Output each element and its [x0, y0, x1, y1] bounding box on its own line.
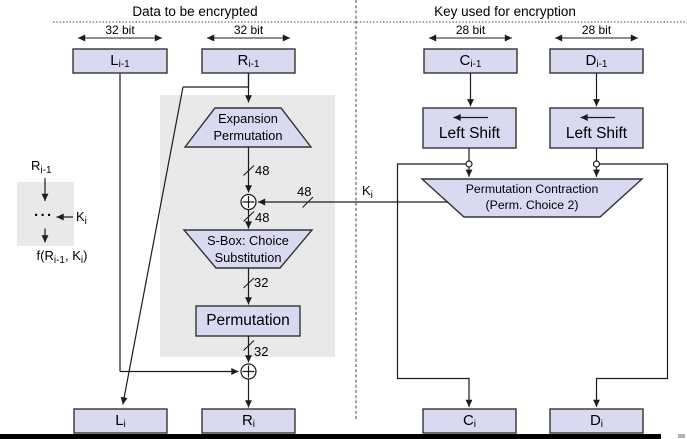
legend-r-prev: Ri-1 — [31, 158, 52, 176]
label-48-key-in: 48 — [297, 184, 312, 199]
wire-feedback-to-cnext — [396, 163, 473, 407]
plain-wires — [119, 73, 250, 372]
register-l-prev-box — [72, 48, 168, 74]
section-separators — [53, 0, 687, 421]
bitwidth-l-prev: 32 bit — [105, 23, 135, 37]
bitwidth-d-prev: 28 bit — [581, 23, 612, 37]
register-c-next-box — [422, 408, 517, 434]
label-48-xor-out: 48 — [255, 210, 270, 225]
register-d-next-box — [549, 408, 644, 434]
label-48-expansion-out: 48 — [255, 163, 270, 178]
branch-node-c-icon — [465, 160, 473, 168]
legend-f-function: f(Ri-1, Ki) — [36, 248, 88, 266]
permutation-contraction-trapezoid — [420, 178, 644, 218]
connector-arrows — [41, 73, 669, 408]
left-shift-d-label: Left Shift — [565, 124, 628, 142]
wire-feedback-to-dnext — [593, 163, 669, 407]
bitwidth-r-prev: 32 bit — [233, 23, 264, 37]
legend-dots: ··· — [34, 207, 54, 224]
register-r-next-box — [201, 408, 296, 434]
register-l-next-box — [73, 408, 168, 434]
block-shapes — [72, 48, 644, 434]
header-key-side: Key used for encryption — [434, 4, 576, 19]
xor-nodes — [240, 160, 601, 380]
left-shift-c-label: Left Shift — [438, 124, 501, 142]
branch-node-d-icon — [592, 160, 601, 168]
bottom-bar — [0, 434, 661, 439]
label-32-permutation-out: 32 — [254, 344, 269, 359]
bottom-right-artifact — [678, 434, 685, 438]
register-d-prev-box — [549, 48, 644, 74]
legend-ki: Ki — [76, 209, 87, 227]
permutation-contraction-label: Permutation Contraction (Perm. Choice 2) — [465, 182, 599, 212]
permutation-label: Permutation — [206, 311, 290, 329]
expansion-permutation-trapezoid — [183, 107, 313, 148]
left-shift-c-box — [422, 107, 517, 149]
sbox-trapezoid — [182, 229, 314, 269]
expansion-permutation-label: Expansion Permutation — [213, 111, 283, 143]
wire-rprev-to-lnext — [120, 86, 184, 405]
sbox-label: S-Box: Choice Substitution — [207, 233, 289, 265]
wire-rprev-branch — [183, 73, 250, 88]
bus-slashes — [243, 165, 314, 351]
label-ki: Ki — [362, 183, 373, 201]
header-data-side: Data to be encrypted — [132, 4, 258, 19]
left-shift-d-box — [549, 107, 644, 149]
bitwidth-c-prev: 28 bit — [455, 23, 486, 37]
label-32-sbox-out: 32 — [254, 275, 269, 290]
register-c-prev-box — [423, 48, 518, 74]
